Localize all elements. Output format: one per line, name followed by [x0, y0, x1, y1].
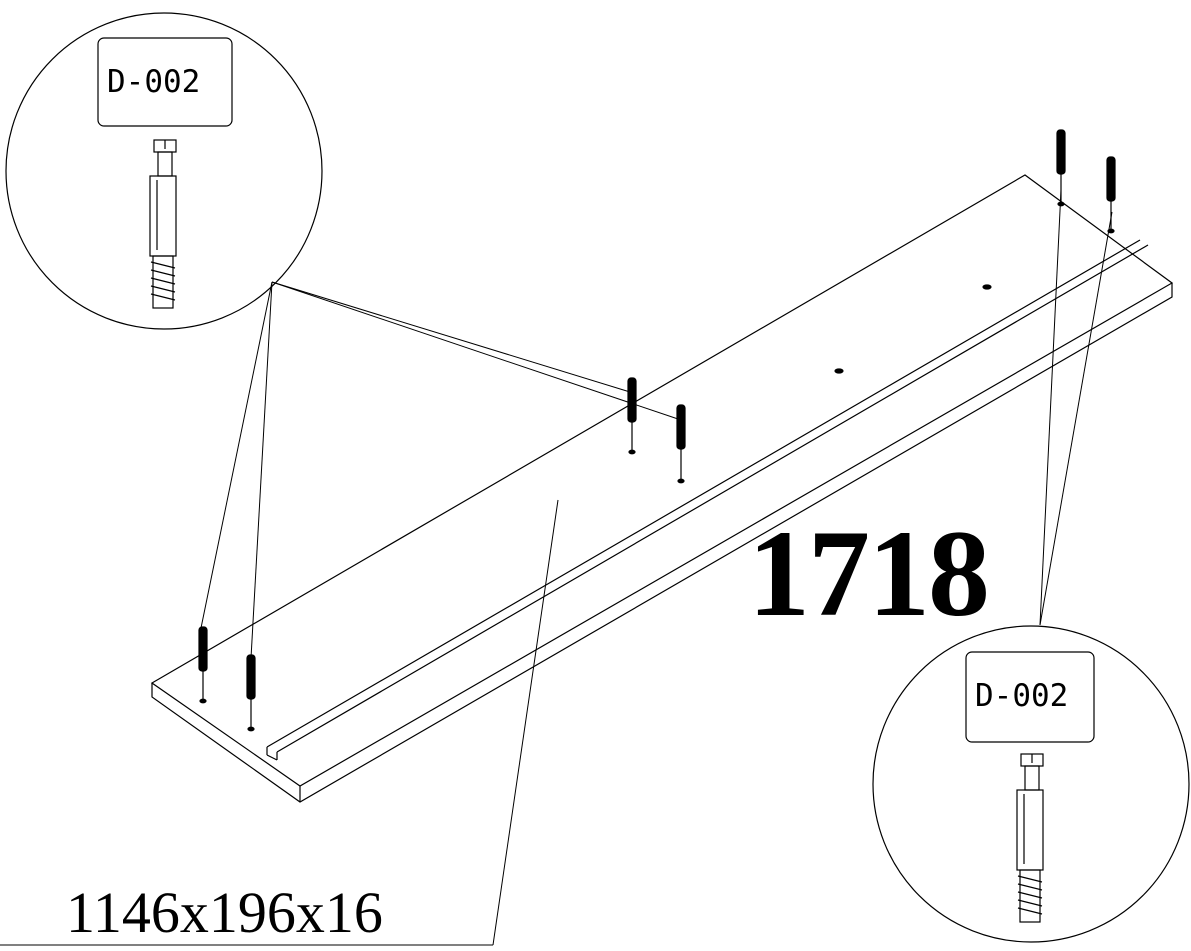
board-holes: [834, 284, 992, 374]
cam-bolt: [627, 377, 637, 455]
cam-bolt: [1106, 156, 1116, 234]
cam-bolts: [198, 129, 1116, 732]
callout-left-label: D-002: [107, 64, 201, 100]
callout-left-label-box: [97, 37, 233, 127]
callout-right-label: D-002: [975, 678, 1069, 714]
leader-lines: [0, 189, 1113, 946]
part-dimensions: 1146x196x16: [66, 880, 383, 945]
cam-bolt: [676, 404, 686, 484]
cam-bolt: [246, 654, 256, 732]
part-number: 1718: [748, 505, 990, 642]
callout-left: [5, 12, 323, 330]
board-panel: [150, 174, 1174, 803]
cam-bolt: [198, 626, 208, 704]
callout-right: [872, 625, 1190, 943]
cam-bolt: [1056, 129, 1066, 207]
callout-right-label-box: [965, 651, 1095, 743]
